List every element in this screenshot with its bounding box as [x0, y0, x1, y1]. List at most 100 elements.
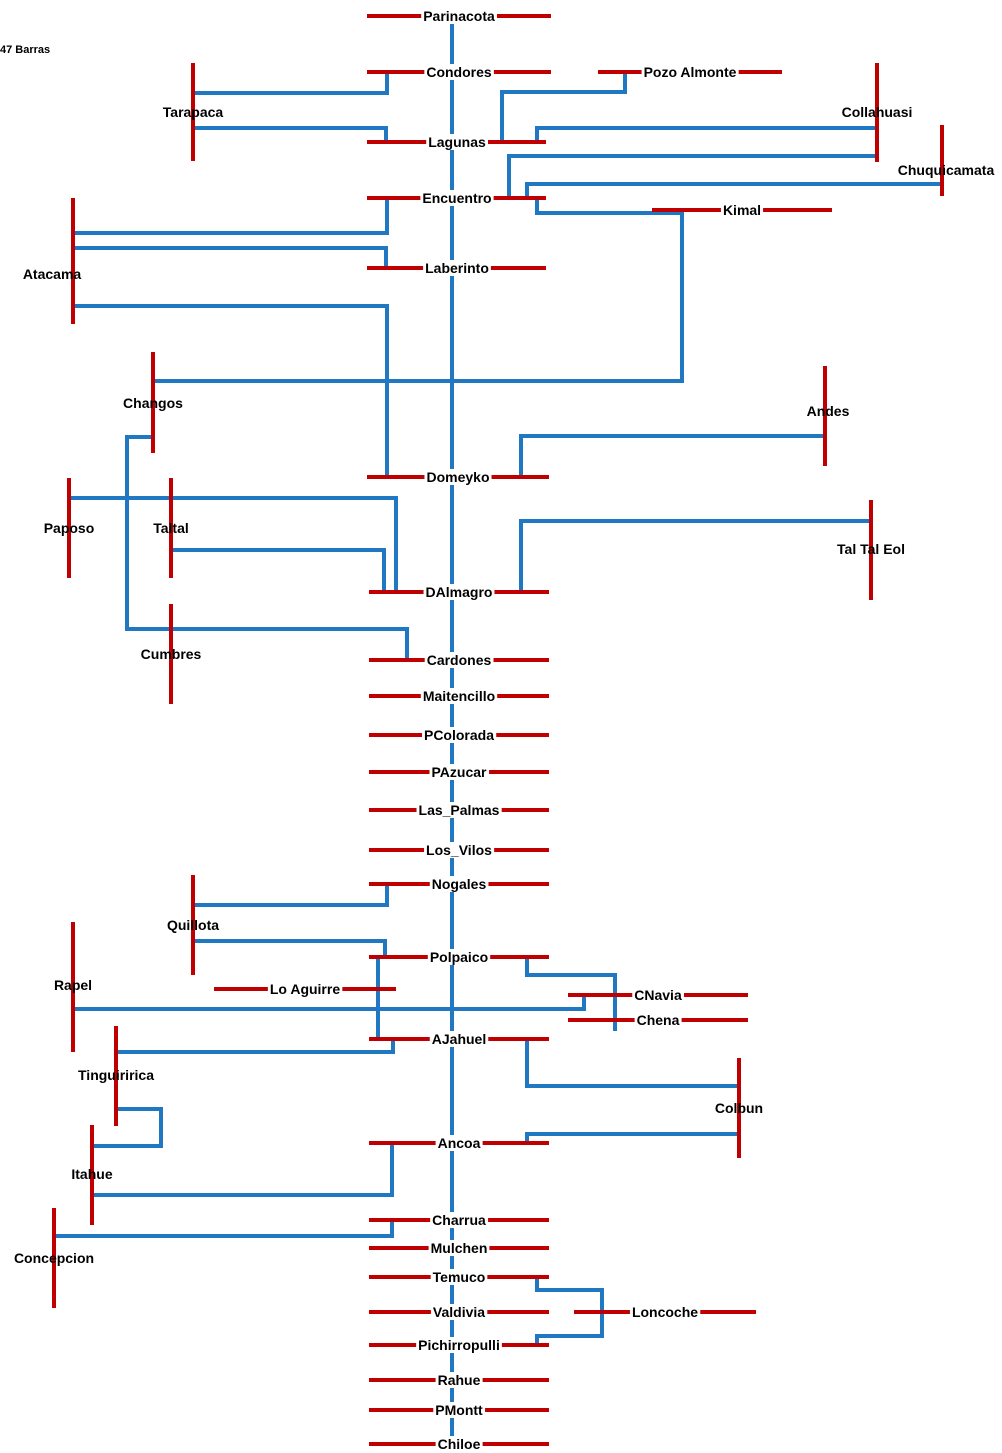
bus-label-atacama: Atacama — [23, 266, 82, 282]
bus-name: Parinacota — [423, 8, 495, 24]
bus-label-background — [634, 1012, 682, 1028]
bus-label-domeyko: Domeyko — [424, 469, 492, 485]
line-encuentro-collahuasi — [507, 154, 877, 198]
bus-name: Itahue — [71, 1166, 112, 1182]
bus-label-valdivia: Valdivia — [430, 1304, 488, 1320]
bus-label-background — [435, 1372, 483, 1388]
bus-name: Lo Aguirre — [270, 981, 340, 997]
bus-label-temuco: Temuco — [430, 1269, 488, 1285]
bus-label-paposo: Paposo — [44, 520, 95, 536]
bus-label-taltal: Taltal — [153, 520, 189, 536]
bus-label-background — [435, 1135, 483, 1151]
bus-label-background — [430, 1212, 489, 1228]
bus-label-kimal: Kimal — [720, 202, 764, 218]
bus-name: Charrua — [432, 1212, 486, 1228]
bus-label-collahuasi: Collahuasi — [842, 104, 913, 120]
bus-label-background — [430, 1269, 488, 1285]
line-pichirropulli-loncoche — [535, 1312, 604, 1345]
transmission-lines — [54, 16, 942, 1444]
bus-name: Pozo Almonte — [644, 64, 737, 80]
line-atacama-laberinto — [73, 246, 388, 268]
bus-label-tarapaca: Tarapaca — [163, 104, 224, 120]
line-encuentro-chuquicamata — [525, 182, 942, 198]
bus-name: Quillota — [167, 917, 219, 933]
bus-label-andes: Andes — [807, 403, 850, 419]
bus-name: Andes — [807, 403, 850, 419]
bus-label-background — [429, 764, 490, 780]
bus-label-rahue: Rahue — [435, 1372, 483, 1388]
bus-label-tinguiririca: Tinguiririca — [78, 1067, 154, 1083]
line-atacama-encuentro — [73, 198, 389, 235]
bus-label-background — [429, 876, 489, 892]
bus-label-background — [433, 1402, 486, 1418]
bus-name: Lagunas — [428, 134, 486, 150]
bus-label-charrua: Charrua — [430, 1212, 489, 1228]
bus-name: Rahue — [438, 1372, 481, 1388]
bus-label-background — [423, 584, 495, 600]
bus-name: Ancoa — [438, 1135, 481, 1151]
bus-label-tal_tal_eol: Tal Tal Eol — [837, 541, 905, 557]
bus-label-background — [424, 652, 494, 668]
bus-label-encuentro: Encuentro — [420, 190, 494, 206]
bus-label-las_palmas: Las_Palmas — [416, 802, 502, 818]
line-changos-cardones — [125, 435, 409, 660]
line-tinguiririca-itahue — [92, 1107, 163, 1148]
bus-label-background — [427, 949, 491, 965]
bus-label-parinacota: Parinacota — [421, 8, 498, 24]
bus-label-background — [428, 1240, 490, 1256]
line-temuco-loncoche — [535, 1277, 604, 1312]
bus-label-itahue: Itahue — [71, 1166, 112, 1182]
line-tarapaca-lagunas — [193, 126, 388, 142]
bus-label-background — [420, 190, 494, 206]
bus-label-background — [416, 802, 502, 818]
bus-label-changos: Changos — [123, 395, 183, 411]
bus-name: Tarapaca — [163, 104, 224, 120]
bus-name: Chiloe — [438, 1436, 481, 1452]
bus-label-background — [430, 1304, 488, 1320]
bus-name: Loncoche — [632, 1304, 698, 1320]
line-taltal-dalmagro — [171, 548, 386, 592]
bus-label-background — [420, 688, 498, 704]
bus-label-concepcion: Concepcion — [14, 1250, 94, 1266]
bus-name: Maitencillo — [423, 688, 495, 704]
line-quillota-nogales — [193, 884, 389, 907]
bus-label-background — [421, 8, 498, 24]
bus-label-background — [416, 1337, 502, 1353]
bus-name: Chuquicamata — [898, 162, 995, 178]
bus-label-background — [426, 134, 488, 150]
bus-name: Tinguiririca — [78, 1067, 154, 1083]
line-lagunas-collahuasi — [535, 126, 877, 142]
bus-label-cardones: Cardones — [424, 652, 494, 668]
bus-label-colbun: Colbun — [715, 1100, 763, 1116]
buses — [52, 14, 944, 1446]
bus-name: Colbun — [715, 1100, 763, 1116]
bus-label-pichirropulli: Pichirropulli — [416, 1337, 502, 1353]
bus-name: Los_Vilos — [426, 842, 492, 858]
bus-name: Condores — [426, 64, 492, 80]
bus-name: Encuentro — [422, 190, 491, 206]
bus-label-chiloe: Chiloe — [435, 1436, 483, 1452]
bus-name: Tal Tal Eol — [837, 541, 905, 557]
line-paposo-dalmagro — [69, 496, 398, 592]
line-ancoa-colbun — [525, 1132, 739, 1143]
line-polpaico-chena — [525, 957, 617, 1031]
bus-label-laberinto: Laberinto — [423, 260, 491, 276]
bus-label-cnavia: CNavia — [632, 987, 684, 1003]
bus-label-background — [423, 260, 491, 276]
bus-name: Domeyko — [426, 469, 489, 485]
bus-label-rapel: Rapel — [54, 977, 92, 993]
bus-name: Taltal — [153, 520, 189, 536]
bus-label-ajahuel: AJahuel — [429, 1031, 489, 1047]
bus-label-chuquicamata: Chuquicamata — [898, 162, 995, 178]
bus-label-background — [424, 469, 492, 485]
bus-label-pozo_almonte: Pozo Almonte — [641, 64, 739, 80]
bus-label-background — [641, 64, 739, 80]
bus-name: Kimal — [723, 202, 761, 218]
bus-label-lagunas: Lagunas — [426, 134, 488, 150]
bus-label-background — [720, 202, 764, 218]
line-dalmagro-tal-tal-eol — [519, 519, 871, 592]
bus-name: AJahuel — [432, 1031, 486, 1047]
bus-label-mulchen: Mulchen — [428, 1240, 490, 1256]
bus-label-chena: Chena — [634, 1012, 682, 1028]
